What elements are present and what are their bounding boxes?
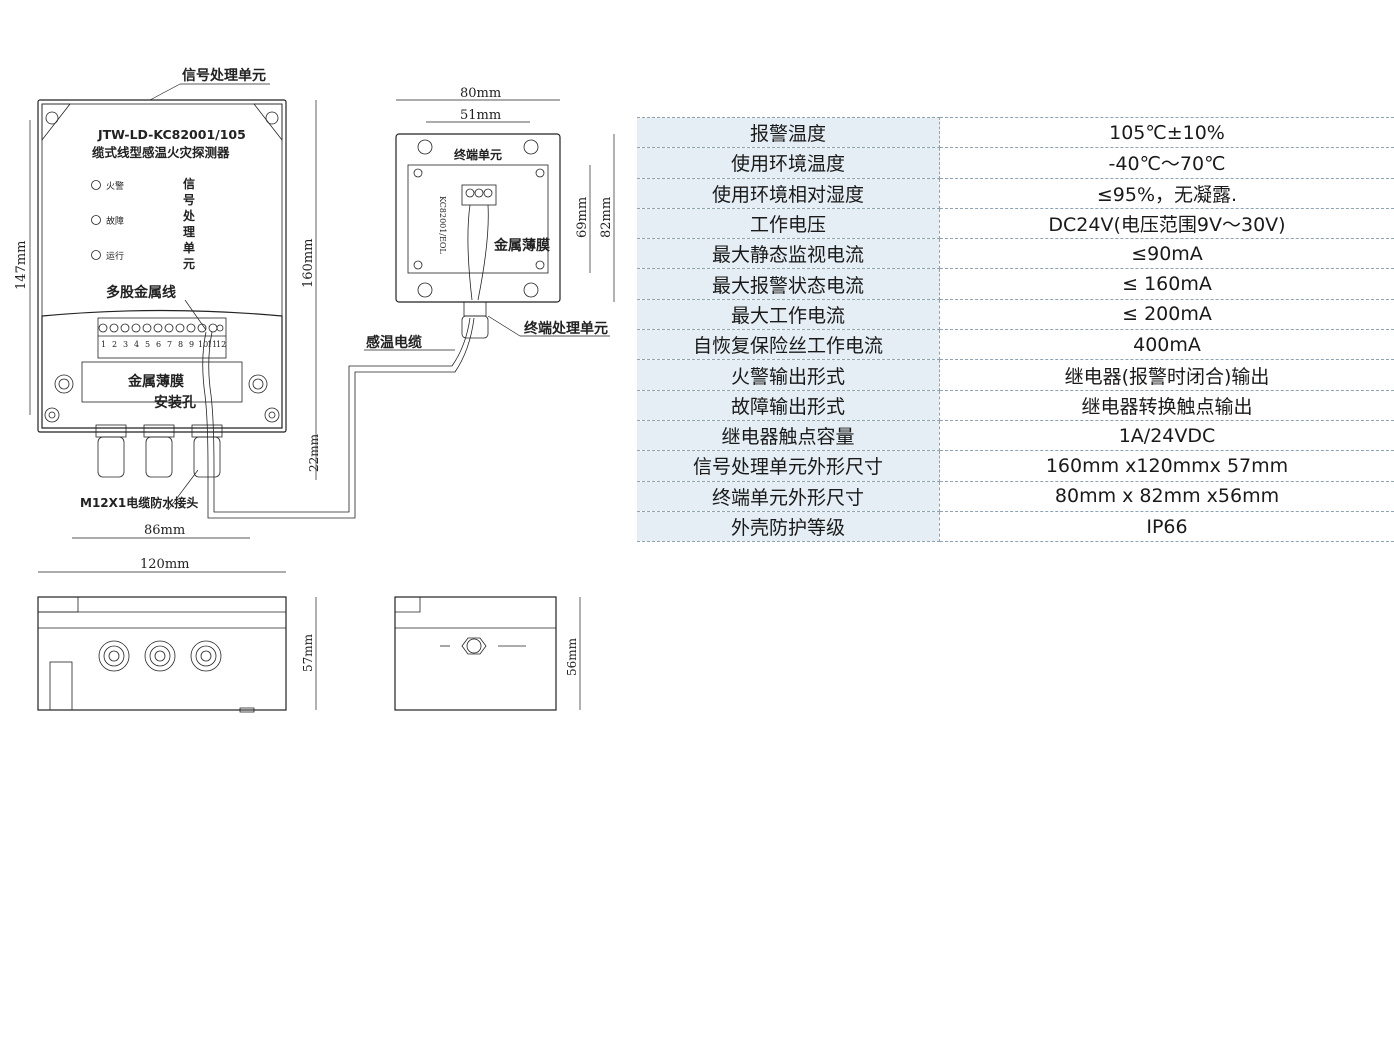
terminal-number: 10 — [198, 340, 208, 349]
spec-key: 继电器触点容量 — [637, 419, 940, 452]
label-mount-hole: 安装孔 — [154, 394, 196, 411]
dim-22: 22mm — [307, 433, 321, 472]
spec-value: -40℃～70℃ — [939, 147, 1394, 179]
spec-value: IP66 — [939, 510, 1394, 543]
led-label-fire: 火警 — [106, 180, 124, 192]
product-name: 缆式线型感温火灾探测器 — [92, 145, 230, 160]
vertical-label-char-6: 元 — [183, 257, 195, 271]
led-label-fault: 故障 — [106, 215, 124, 227]
spec-key: 终端单元外形尺寸 — [637, 480, 940, 512]
dim-51: 51mm — [460, 108, 501, 123]
label-multi-wire: 多股金属线 — [106, 284, 176, 301]
dim-82: 82mm — [599, 197, 614, 238]
dim-86: 86mm — [144, 523, 185, 538]
terminal-unit-side-view — [394, 596, 557, 711]
terminal-number: 6 — [156, 340, 161, 349]
spec-value: 105℃±10% — [939, 116, 1394, 149]
terminal-model: KC82001/EOL — [438, 196, 447, 254]
terminal-number: 7 — [167, 340, 172, 349]
spec-value: 80mm x 82mm x56mm — [939, 480, 1394, 512]
terminal-number: 11 — [207, 340, 217, 349]
spec-key: 故障输出形式 — [637, 389, 940, 421]
signal-unit-side-view — [37, 596, 287, 713]
terminal-number: 8 — [178, 340, 183, 349]
terminal-number: 12 — [216, 340, 226, 349]
spec-key: 外壳防护等级 — [637, 510, 940, 543]
signal-unit-front-view — [37, 99, 475, 519]
model-number: JTW-LD-KC82001/105 — [97, 127, 246, 142]
spec-value: 1A/24VDC — [939, 419, 1394, 452]
label-terminal-membrane: 金属薄膜 — [493, 237, 550, 254]
label-terminal-unit: 终端单元 — [454, 147, 502, 162]
technical-drawing: 信号处理单元 JTW-LD-KC82001/105 缆式线型感温火灾探测器 火警… — [14, 67, 615, 713]
led-label-run: 运行 — [106, 250, 124, 262]
table-row: 火警输出形式继电器(报警时闭合)输出 — [637, 359, 1394, 391]
spec-value: 160mm x120mmx 57mm — [939, 450, 1394, 482]
spec-key: 使用环境相对湿度 — [637, 177, 940, 209]
spec-key: 最大工作电流 — [637, 298, 940, 331]
label-terminal-processing: 终端处理单元 — [524, 320, 608, 337]
spec-value: ≤90mA — [939, 238, 1394, 270]
spec-value: 继电器(报警时闭合)输出 — [939, 359, 1394, 391]
dim-80: 80mm — [460, 86, 501, 101]
spec-value: ≤ 160mA — [939, 268, 1394, 300]
spec-key: 最大静态监视电流 — [637, 238, 940, 270]
spec-value: ≤ 200mA — [939, 298, 1394, 331]
dim-56: 56mm — [565, 637, 579, 676]
dimension-lines — [29, 83, 615, 710]
spec-key: 火警输出形式 — [637, 359, 940, 391]
terminal-number: 2 — [112, 340, 117, 349]
vertical-label-char-3: 处 — [182, 208, 196, 223]
vertical-label-char-5: 单 — [183, 240, 195, 255]
spec-value: 继电器转换触点输出 — [939, 389, 1394, 421]
spec-key: 工作电压 — [637, 207, 940, 240]
label-signal-unit: 信号处理单元 — [182, 67, 266, 84]
terminal-number: 1 — [101, 340, 106, 349]
table-row: 使用环境温度-40℃～70℃ — [637, 147, 1394, 179]
vertical-label-char-2: 号 — [183, 192, 195, 207]
dim-57: 57mm — [301, 633, 315, 672]
spec-key: 使用环境温度 — [637, 147, 940, 179]
label-membrane: 金属薄膜 — [127, 373, 184, 390]
dim-69: 69mm — [575, 197, 590, 238]
spec-key: 自恢复保险丝工作电流 — [637, 329, 940, 361]
spec-key: 报警温度 — [637, 116, 940, 149]
spec-key: 信号处理单元外形尺寸 — [637, 450, 940, 482]
table-row: 使用环境相对湿度≤95%，无凝露. — [637, 177, 1394, 209]
terminal-number: 9 — [189, 340, 194, 349]
vertical-label-char-1: 信 — [183, 176, 195, 191]
spec-value: ≤95%，无凝露. — [939, 177, 1394, 209]
table-row: 最大报警状态电流≤ 160mA — [637, 268, 1394, 300]
table-row: 最大静态监视电流≤90mA — [637, 238, 1394, 270]
spec-value: 400mA — [939, 329, 1394, 361]
table-row: 故障输出形式继电器转换触点输出 — [637, 389, 1394, 421]
label-cable: 感温电缆 — [366, 334, 422, 351]
dim-120: 120mm — [140, 557, 189, 572]
vertical-label-char-4: 理 — [183, 225, 195, 239]
spec-key: 最大报警状态电流 — [637, 268, 940, 300]
terminal-number: 5 — [145, 340, 150, 349]
table-row: 最大工作电流≤ 200mA — [637, 298, 1394, 331]
terminal-numbers: 1 2 3 4 5 6 7 8 9 10 11 12 — [101, 340, 226, 349]
terminal-number: 3 — [123, 340, 128, 349]
dim-160: 160mm — [301, 239, 316, 288]
dim-147: 147mm — [14, 241, 29, 290]
label-connector: M12X1电缆防水接头 — [80, 495, 198, 510]
spec-value: DC24V(电压范围9V～30V) — [939, 207, 1394, 240]
terminal-unit-top-view — [395, 133, 561, 339]
terminal-number: 4 — [134, 340, 139, 349]
